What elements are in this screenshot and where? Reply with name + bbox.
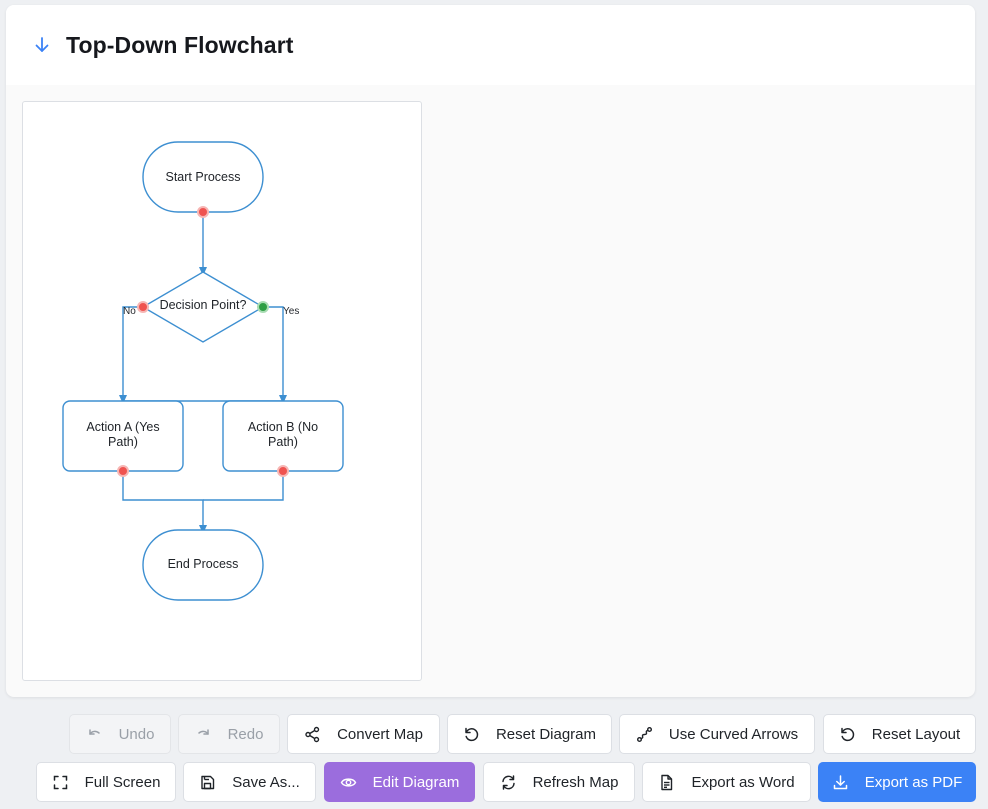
svg-text:End Process: End Process	[168, 557, 239, 571]
fullscreen-icon	[52, 774, 69, 791]
port-action-a-bottom[interactable]	[117, 465, 129, 477]
refresh-map-button[interactable]: Refresh Map	[483, 762, 635, 802]
refresh-icon	[500, 774, 517, 791]
svg-text:Path): Path)	[108, 435, 138, 449]
port-decision-left[interactable]	[137, 301, 149, 313]
reset-diagram-button[interactable]: Reset Diagram	[447, 714, 612, 754]
file-text-icon	[658, 774, 675, 791]
page-title: Top-Down Flowchart	[66, 31, 294, 58]
undo-button[interactable]: Undo	[69, 714, 171, 754]
curved-route-icon	[636, 726, 653, 743]
export-word-button[interactable]: Export as Word	[642, 762, 811, 802]
svg-text:Path): Path)	[268, 435, 298, 449]
save-as-button[interactable]: Save As...	[183, 762, 316, 802]
download-icon	[832, 774, 849, 791]
flowchart-svg[interactable]: Start Process Decision Point? No Yes Act…	[23, 102, 423, 682]
svg-text:Start Process: Start Process	[165, 170, 240, 184]
node-end[interactable]: End Process	[142, 529, 264, 601]
use-curved-arrows-button[interactable]: Use Curved Arrows	[619, 714, 815, 754]
port-decision-right[interactable]	[257, 301, 269, 313]
flowchart-card: Top-Down Flowchart Start Process	[6, 5, 975, 697]
node-action-a[interactable]: Action A (Yes Path)	[62, 400, 184, 472]
undo-icon	[86, 726, 103, 743]
branch-label-yes: Yes	[283, 306, 299, 317]
edit-diagram-button[interactable]: Edit Diagram	[324, 762, 475, 802]
edge-decision-action-a[interactable]	[119, 306, 143, 404]
port-start-bottom[interactable]	[197, 206, 209, 218]
rotate-ccw-icon	[463, 726, 480, 743]
rotate-ccw-icon	[839, 726, 856, 743]
reset-layout-button[interactable]: Reset Layout	[823, 714, 976, 754]
card-header: Top-Down Flowchart	[6, 5, 975, 85]
node-action-b[interactable]: Action B (No Path)	[222, 400, 344, 472]
port-action-b-bottom[interactable]	[277, 465, 289, 477]
node-decision[interactable]: Decision Point?	[141, 271, 265, 343]
svg-text:Decision Point?: Decision Point?	[160, 298, 247, 312]
export-pdf-button[interactable]: Export as PDF	[818, 762, 976, 802]
eye-icon	[340, 774, 357, 791]
save-icon	[199, 774, 216, 791]
share-icon	[304, 726, 321, 743]
node-start[interactable]: Start Process	[142, 141, 264, 213]
convert-map-button[interactable]: Convert Map	[287, 714, 440, 754]
svg-text:Action A (Yes: Action A (Yes	[86, 420, 159, 434]
arrow-down-icon	[32, 35, 52, 55]
redo-button[interactable]: Redo	[178, 714, 280, 754]
edge-decision-action-b[interactable]	[263, 306, 287, 404]
edge-action-a-end[interactable]	[122, 471, 207, 534]
full-screen-button[interactable]: Full Screen	[36, 762, 176, 802]
edge-action-b-end[interactable]	[203, 471, 284, 501]
diagram-canvas[interactable]: Start Process Decision Point? No Yes Act…	[22, 101, 422, 681]
svg-text:Action B (No: Action B (No	[248, 420, 318, 434]
branch-label-no: No	[123, 306, 136, 317]
redo-icon	[195, 726, 212, 743]
